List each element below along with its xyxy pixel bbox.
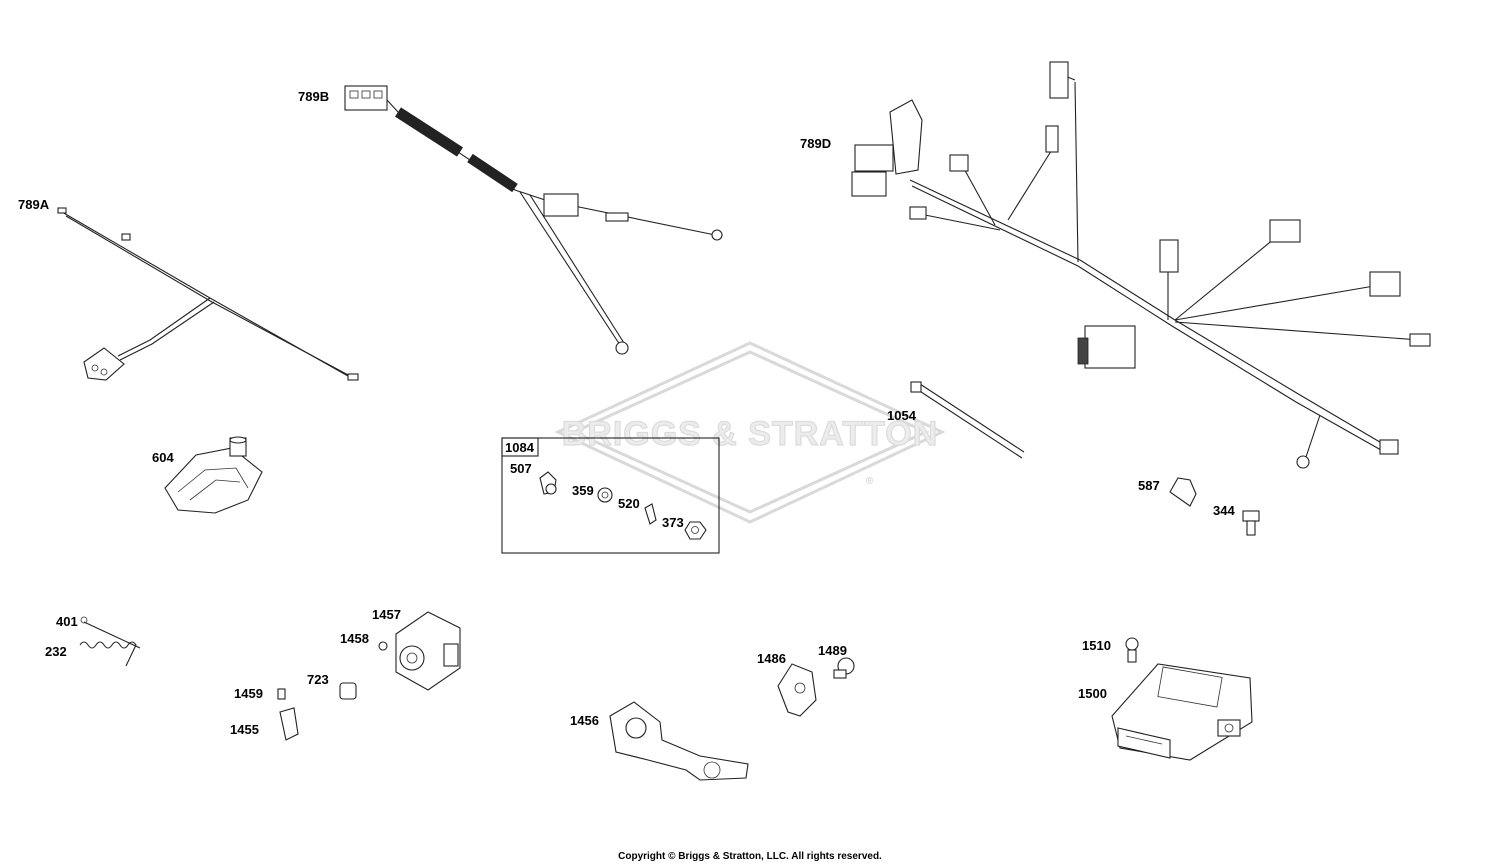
label-344[interactable]: 344	[1213, 503, 1235, 518]
sensor-1486[interactable]	[777, 663, 817, 717]
label-359[interactable]: 359	[572, 483, 594, 498]
label-1457[interactable]: 1457	[372, 607, 401, 622]
part-labels: 789A 789B 789D 604 1084 507 359 520 373 …	[18, 89, 1235, 737]
screw-1510[interactable]	[1125, 637, 1139, 663]
label-587[interactable]: 587	[1138, 478, 1160, 493]
bolt-344[interactable]	[1242, 510, 1260, 536]
label-789D[interactable]: 789D	[800, 136, 831, 151]
label-1489[interactable]: 1489	[818, 643, 847, 658]
label-373[interactable]: 373	[662, 515, 684, 530]
harness-789B[interactable]	[344, 85, 723, 355]
label-401[interactable]: 401	[56, 614, 78, 629]
watermark: BRIGGS & STRATTON ®	[554, 341, 946, 524]
label-1486[interactable]: 1486	[757, 651, 786, 666]
label-232[interactable]: 232	[45, 644, 67, 659]
bolt-1489[interactable]	[833, 657, 855, 679]
watermark-registered-mark: ®	[866, 476, 874, 487]
ecu-1500[interactable]	[1111, 663, 1253, 761]
clamp-587[interactable]	[1169, 477, 1197, 507]
label-1510[interactable]: 1510	[1082, 638, 1111, 653]
label-789A[interactable]: 789A	[18, 197, 50, 212]
label-1458[interactable]: 1458	[340, 631, 369, 646]
spring-232[interactable]	[79, 641, 137, 667]
harness-789A[interactable]	[57, 207, 359, 381]
kit-1084[interactable]	[501, 437, 720, 554]
spacer-723[interactable]	[339, 682, 357, 700]
watermark-text: BRIGGS & STRATTON	[562, 415, 939, 453]
bracket-1456[interactable]	[609, 701, 749, 781]
copyright-notice: Copyright © Briggs & Stratton, LLC. All …	[618, 851, 882, 862]
label-520[interactable]: 520	[618, 496, 640, 511]
screw-1458[interactable]	[378, 641, 388, 651]
label-723[interactable]: 723	[307, 672, 329, 687]
motor-1457[interactable]	[395, 611, 461, 691]
bracket-1455[interactable]	[279, 707, 299, 741]
label-604[interactable]: 604	[152, 450, 174, 465]
label-1459[interactable]: 1459	[234, 686, 263, 701]
label-1455[interactable]: 1455	[230, 722, 259, 737]
cable-tie-1054[interactable]	[910, 381, 1025, 459]
cover-604[interactable]	[164, 436, 263, 514]
label-789B[interactable]: 789B	[298, 89, 329, 104]
label-1456[interactable]: 1456	[570, 713, 599, 728]
label-507[interactable]: 507	[510, 461, 532, 476]
label-1054[interactable]: 1054	[887, 408, 917, 423]
label-1084[interactable]: 1084	[505, 440, 535, 455]
harness-789D[interactable]	[851, 61, 1431, 469]
label-1500[interactable]: 1500	[1078, 686, 1107, 701]
pin-1459[interactable]	[277, 688, 286, 700]
rod-401[interactable]	[80, 616, 141, 649]
